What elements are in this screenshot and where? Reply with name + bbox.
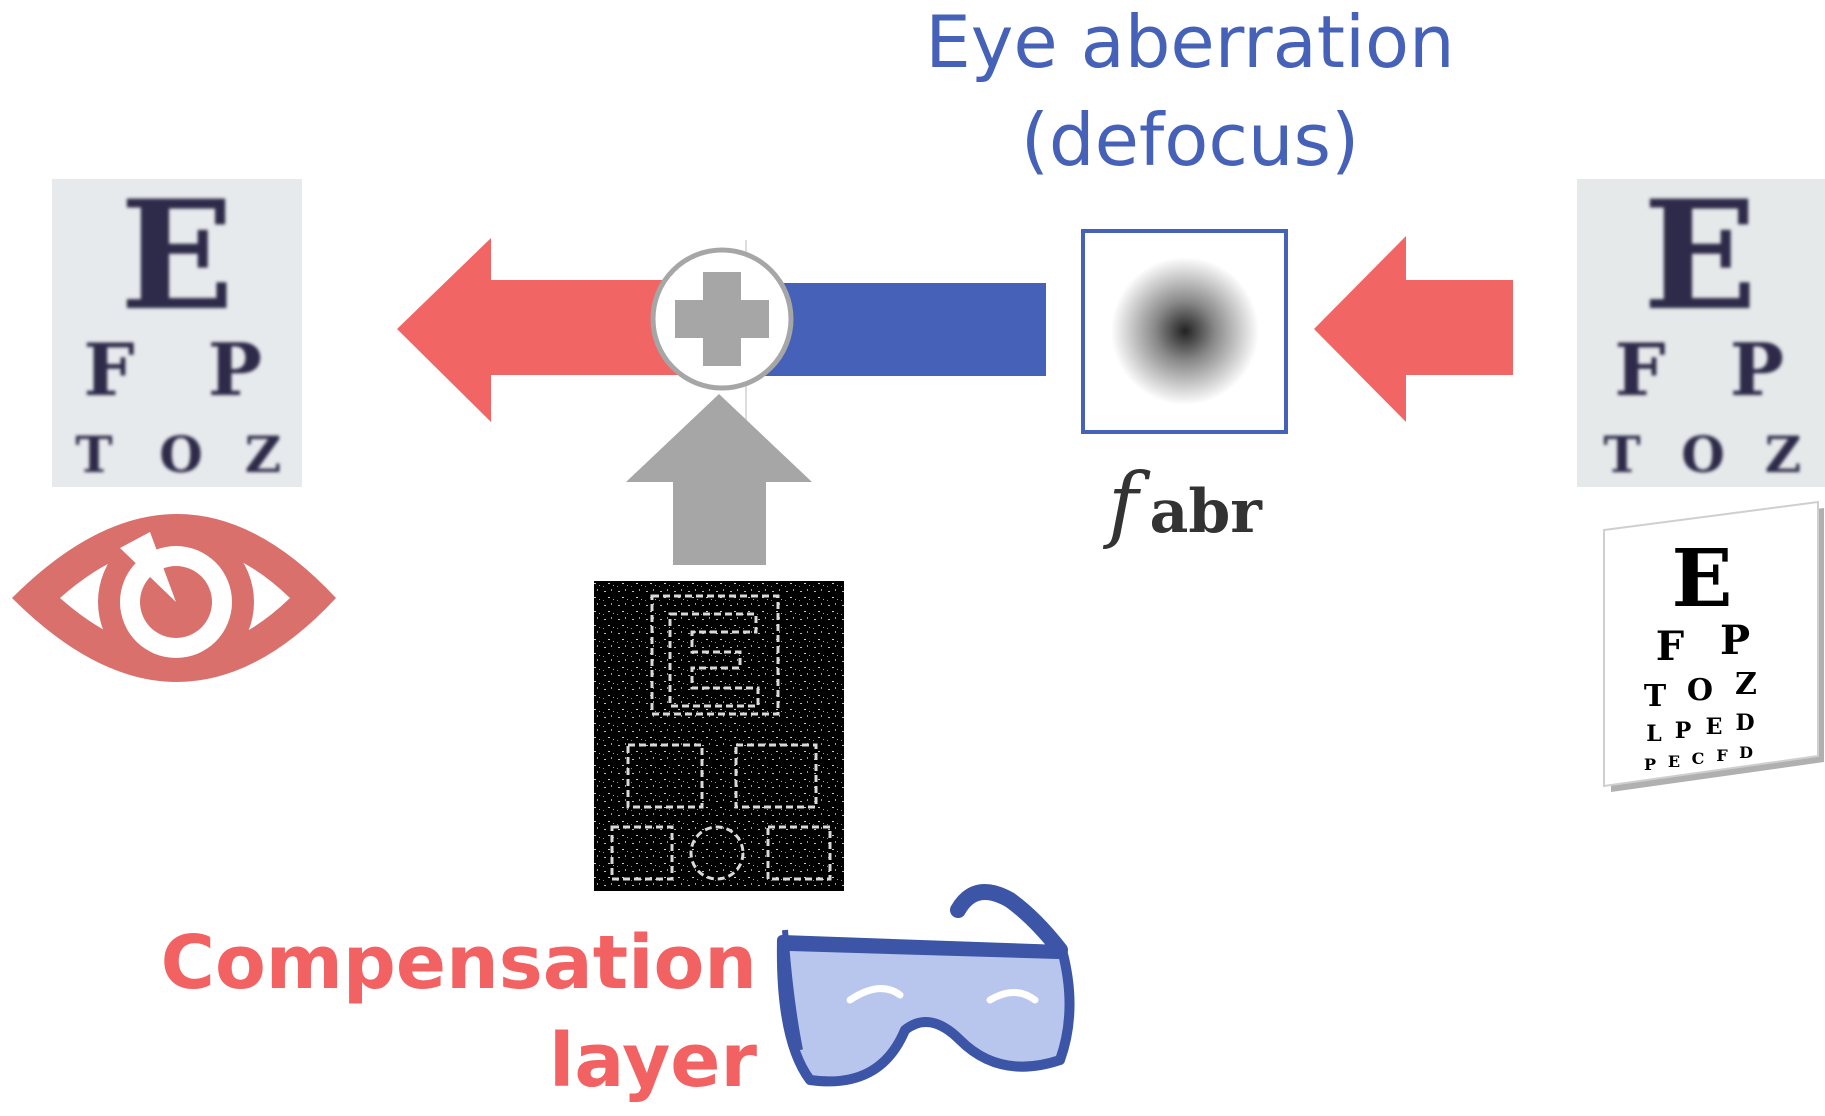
chart-card-f2: F — [1716, 746, 1728, 765]
chart-card-f: F — [1656, 623, 1684, 670]
chart-card-d2: D — [1739, 743, 1753, 762]
snellen-chart: E F P T O Z L P E D P E C F D — [1603, 500, 1824, 792]
title-line-1: Eye aberration — [925, 0, 1455, 84]
chart-right-f: F — [1614, 327, 1665, 412]
blurred-chart-right: E F P T O Z — [1577, 168, 1825, 487]
chart-right-z: Z — [1765, 425, 1802, 484]
chart-card-z: Z — [1735, 667, 1757, 702]
compensation-label-line-1: Compensation — [160, 920, 757, 1006]
chart-card-p3: P — [1644, 755, 1656, 774]
chart-right-row1: E — [1643, 168, 1757, 344]
chart-right-o: O — [1681, 425, 1725, 484]
chart-left-f: F — [83, 327, 134, 412]
chart-right-p: P — [1730, 327, 1784, 412]
compensation-arrow — [626, 394, 812, 565]
chart-card-p2: P — [1675, 718, 1692, 744]
chart-right-t: T — [1603, 425, 1640, 484]
chart-card-e2: E — [1706, 714, 1723, 740]
glasses-icon — [776, 884, 1075, 1087]
chart-card-l: L — [1646, 721, 1661, 747]
chart-card-e3: E — [1668, 752, 1680, 771]
chart-left-z: Z — [245, 425, 282, 484]
output-arrow — [397, 238, 680, 422]
aberration-kernel — [1081, 229, 1288, 434]
chart-card-d: D — [1735, 710, 1754, 736]
chart-card-c: C — [1692, 749, 1705, 768]
chart-card-o: O — [1687, 673, 1713, 708]
chart-left-o: O — [159, 425, 203, 484]
eye-icon — [12, 514, 336, 682]
chart-left-t: T — [75, 425, 112, 484]
title-line-2: (defocus) — [1020, 98, 1360, 182]
compensation-pattern — [594, 581, 844, 891]
compensation-label-line-2: layer — [549, 1018, 757, 1104]
chart-card-t: T — [1644, 679, 1667, 714]
blurred-chart-left: E F P T O Z — [52, 168, 302, 487]
chart-left-p: P — [208, 327, 262, 412]
plus-circle-icon — [650, 247, 794, 391]
chart-card-p: P — [1720, 617, 1750, 664]
chart-card-row1: E — [1672, 531, 1733, 625]
kernel-label: f abr — [1102, 457, 1263, 552]
input-arrow — [1314, 236, 1513, 422]
chart-left-row1: E — [120, 168, 234, 344]
kernel-symbol: f — [1102, 457, 1151, 552]
kernel-subscript: abr — [1149, 477, 1263, 547]
